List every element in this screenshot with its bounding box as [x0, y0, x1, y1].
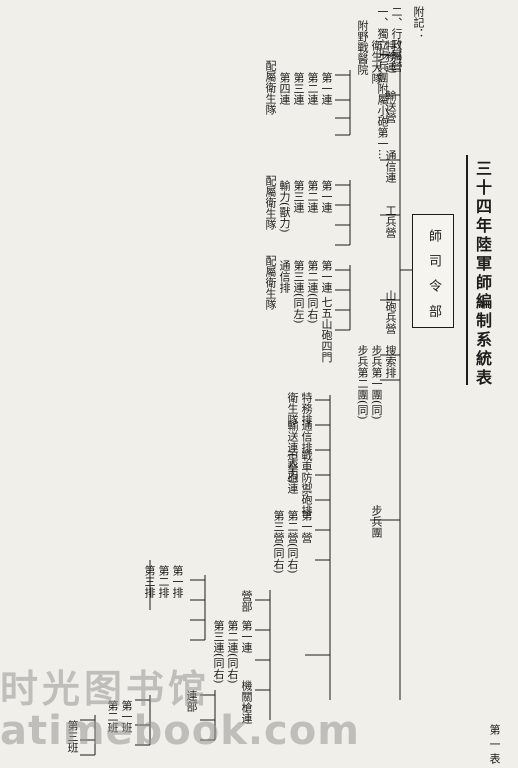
unit-label: 第二班 — [106, 700, 119, 733]
unit-label: 戰車防禦砲排 — [300, 450, 313, 516]
headquarters-label: 師 司 令 部 — [426, 229, 441, 322]
unit-label: 通信連 — [384, 150, 397, 183]
unit-label: 第一營 — [300, 510, 313, 543]
unit-label: 第三連(同右) — [212, 620, 225, 684]
unit-label: 第二連(同右) — [226, 620, 239, 684]
unit-label: 第三班 — [66, 720, 79, 753]
unit-label: 附野戰醫院 — [356, 20, 369, 75]
unit-label: 第二排 — [157, 565, 170, 598]
unit-label: 連部 — [185, 690, 198, 712]
unit-label: 第二連 — [306, 180, 319, 213]
unit-label: 工兵營 — [384, 205, 397, 238]
note-line-2: 二、行政屬營 — [390, 6, 403, 72]
headquarters-box: 師 司 令 部 — [412, 214, 454, 328]
unit-label: 第三連 — [292, 72, 305, 105]
unit-label: 迫擊砲連 — [286, 450, 299, 494]
unit-label: 第四連 — [278, 72, 291, 105]
unit-label: 第一班 — [120, 700, 133, 733]
unit-label: 搜索排 — [384, 345, 397, 378]
unit-label: 步兵第一團(同) — [370, 345, 383, 420]
unit-label: 配屬衛生隊 — [264, 60, 277, 115]
note-line-1: 一、獨立步兵團附屬小砲第一... — [376, 6, 389, 160]
page-label: 第 一 表 — [488, 724, 501, 764]
unit-label: 輸送營 — [384, 90, 397, 123]
unit-label: 第一連 — [320, 180, 333, 213]
watermark-line-2: atimebook.com — [0, 708, 360, 754]
unit-label: 輸送連(人力) — [286, 420, 299, 484]
unit-label: 第二連 — [306, 72, 319, 105]
unit-label: 第一連 七五山砲四門 — [320, 260, 333, 363]
unit-label: 營部 — [240, 590, 253, 612]
page-title: 三十四年陸軍師編制系統表 — [473, 160, 492, 388]
unit-label: 衛生隊 — [286, 392, 299, 425]
unit-label: 第三排 — [143, 565, 156, 598]
unit-label: 特務連 — [384, 40, 397, 73]
unit-label: 衛生大隊 — [370, 40, 383, 84]
unit-label: 第一連 — [240, 620, 253, 653]
unit-label: 通信排 — [278, 260, 291, 293]
unit-label: 步兵第二團(同) — [356, 345, 369, 420]
unit-label: 特務排 — [300, 392, 313, 425]
unit-label: 通信排 — [300, 420, 313, 453]
unit-label: 配屬衛生隊 — [264, 175, 277, 230]
unit-label: 第三營(同右) — [272, 510, 285, 574]
unit-label: 輸力(獸力) — [278, 180, 291, 233]
unit-label: 第一排 — [171, 565, 184, 598]
title-rule — [466, 155, 468, 385]
unit-label: 第三連 — [292, 180, 305, 213]
unit-label: 步兵團 — [370, 505, 383, 538]
note-label: 附記： — [412, 6, 425, 39]
unit-label: 機關槍連 — [240, 680, 253, 724]
watermark-line-1: 时光图书馆 — [0, 667, 211, 711]
unit-label: 第三連(同左) — [292, 260, 305, 324]
unit-label: 第二營(同右) — [286, 510, 299, 574]
unit-label: 山砲兵營 — [384, 290, 397, 334]
unit-label: 第二連(同右) — [306, 260, 319, 324]
unit-label: 配屬衛生隊 — [264, 255, 277, 310]
unit-label: 第一連 — [320, 72, 333, 105]
